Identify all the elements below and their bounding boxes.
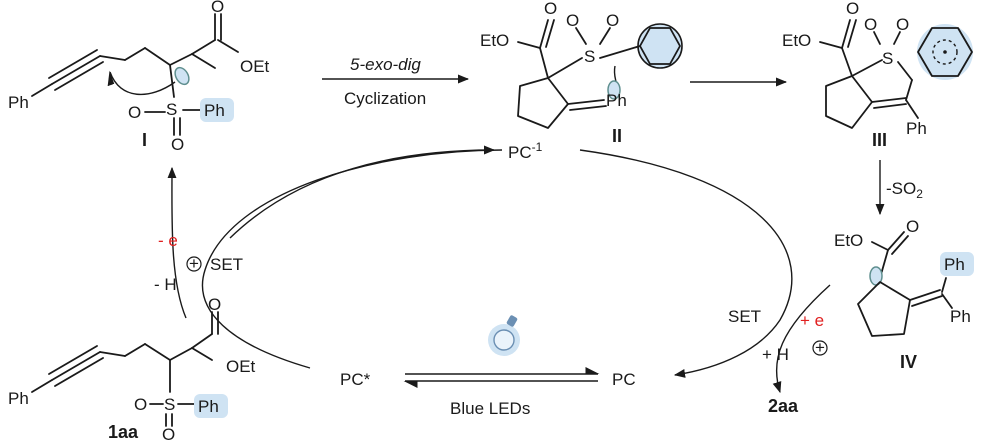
set-label-left: SET bbox=[210, 255, 243, 274]
compound-label-IV: IV bbox=[900, 352, 917, 372]
sulfonyl-oxygen-2: O bbox=[896, 15, 909, 34]
sulfonyl-oxygen: O bbox=[134, 395, 147, 414]
plus-electron-label: + e bbox=[800, 311, 824, 330]
compound-1aa: Ph O OEt S O O Ph 1aa bbox=[8, 295, 256, 441]
sulfonyl-phenyl-label: Ph bbox=[204, 101, 225, 120]
compound-IV: EtO O Ph Ph IV bbox=[834, 217, 974, 372]
radical-orbital-icon bbox=[174, 66, 190, 86]
ester-label: OEt bbox=[240, 57, 270, 76]
pc-label: PC bbox=[612, 370, 636, 389]
sulfur-label: S bbox=[166, 100, 177, 119]
compound-I: Ph O OEt S O O Ph I bbox=[8, 0, 270, 154]
compound-label-II: II bbox=[612, 126, 622, 146]
phenyl-label-top: Ph bbox=[944, 255, 965, 274]
ester-label: OEt bbox=[226, 357, 256, 376]
phenyl-label: Ph bbox=[606, 91, 627, 110]
pc-star-label: PC* bbox=[340, 370, 371, 389]
radical-orbital-icon bbox=[607, 80, 621, 100]
blue-leds-label: Blue LEDs bbox=[450, 399, 530, 418]
phenyl-label-bottom: Ph bbox=[950, 307, 971, 326]
carbonyl-oxygen: O bbox=[846, 0, 859, 18]
cation-charge-icon bbox=[812, 340, 828, 356]
sulfur-label: S bbox=[164, 395, 175, 414]
ester-label: EtO bbox=[782, 31, 811, 50]
sulfonyl-oxygen: O bbox=[566, 11, 579, 30]
cyclization-label: Cyclization bbox=[344, 89, 426, 108]
product-label: 2aa bbox=[768, 396, 799, 416]
plus-proton-label: + H bbox=[762, 345, 789, 364]
ester-label: EtO bbox=[480, 31, 509, 50]
cyclization-arrow: 5-exo-dig Cyclization bbox=[322, 55, 470, 108]
carbonyl-oxygen: O bbox=[208, 295, 221, 314]
phenyl-label: Ph bbox=[8, 389, 29, 408]
sulfonyl-phenyl-label: Ph bbox=[198, 397, 219, 416]
carbonyl-oxygen: O bbox=[544, 0, 557, 18]
phenyl-label: Ph bbox=[906, 119, 927, 138]
carbonyl-oxygen: O bbox=[906, 217, 919, 236]
exo-dig-label: 5-exo-dig bbox=[350, 55, 421, 74]
compound-label-1aa: 1aa bbox=[108, 422, 139, 441]
compound-label-I: I bbox=[142, 130, 147, 150]
sulfur-label: S bbox=[882, 49, 893, 68]
plus-sign: + bbox=[815, 338, 825, 357]
sulfur-label: S bbox=[584, 47, 595, 66]
set-label-right: SET bbox=[728, 307, 761, 326]
minus-proton-label: - H bbox=[154, 275, 177, 294]
compound-III: EtO O S O O Ph III bbox=[782, 0, 973, 150]
sulfonyl-oxygen-bottom: O bbox=[171, 135, 184, 154]
cation-charge-icon bbox=[186, 256, 202, 272]
sulfonyl-oxygen-2: O bbox=[606, 11, 619, 30]
carbonyl-oxygen: O bbox=[211, 0, 224, 16]
compound-II: EtO O S O O Ph II bbox=[480, 0, 683, 146]
photocatalytic-cycle: PC-1 - e - H + SET SET + e + H + 2aa PC*… bbox=[154, 140, 831, 418]
sulfonyl-oxygen: O bbox=[128, 103, 141, 122]
plus-sign: + bbox=[189, 254, 199, 273]
minus-electron-label: - e bbox=[158, 231, 178, 250]
sulfonyl-oxygen-bottom: O bbox=[162, 425, 175, 441]
so2-loss-arrow: -SO2 bbox=[875, 160, 923, 216]
compound-label-III: III bbox=[872, 130, 887, 150]
sulfonyl-oxygen: O bbox=[864, 15, 877, 34]
light-bulb-icon bbox=[488, 315, 520, 356]
phenyl-label: Ph bbox=[8, 93, 29, 112]
pc-anion-label: PC-1 bbox=[508, 140, 543, 162]
so2-label: -SO2 bbox=[886, 179, 923, 201]
ester-label: EtO bbox=[834, 231, 863, 250]
